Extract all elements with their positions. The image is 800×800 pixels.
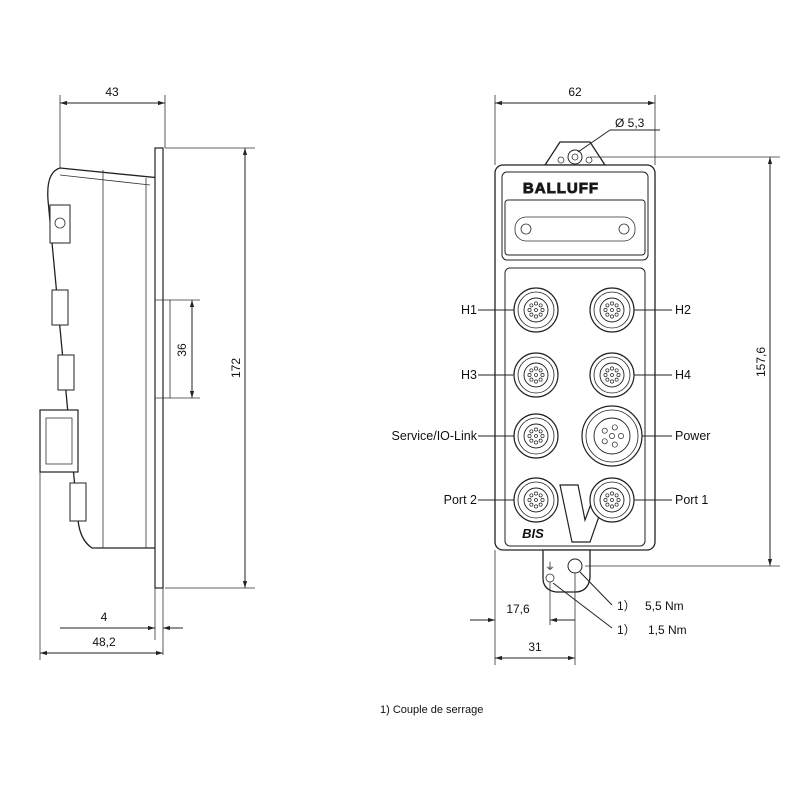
footnote: 1) Couple de serrage xyxy=(380,704,483,716)
port-label-h4: H4 xyxy=(675,368,691,382)
dim-hole: Ø 5,3 xyxy=(615,116,645,130)
port-connector-h3 xyxy=(478,352,559,398)
port-label-service-io-link: Service/IO-Link xyxy=(392,429,478,443)
port-label-h2: H2 xyxy=(675,303,691,317)
side-view: 43 172 36 4 48,2 xyxy=(39,85,255,660)
port-connector-h2 xyxy=(589,287,672,333)
label-window xyxy=(504,199,646,256)
port-label-port-1: Port 1 xyxy=(675,493,708,507)
side-connector-mid2 xyxy=(57,354,75,391)
torque-value-2: 1,5 Nm xyxy=(648,623,687,637)
port-connector-h4 xyxy=(589,352,672,398)
side-mounting-plate xyxy=(154,147,164,589)
torque-ref-1: 1） xyxy=(617,599,636,613)
port-connector-service-io-link xyxy=(478,413,559,459)
port-connector-port-2 xyxy=(478,477,559,523)
dim-31: 31 xyxy=(528,640,542,654)
dim-48-2: 48,2 xyxy=(92,635,116,649)
dim-172: 172 xyxy=(229,358,243,378)
port-label-h3: H3 xyxy=(461,368,477,382)
dim-17-6: 17,6 xyxy=(506,602,530,616)
port-connector-h1 xyxy=(478,287,559,333)
port-label-power: Power xyxy=(675,429,710,443)
dim-62: 62 xyxy=(568,85,582,99)
top-mounting-lug xyxy=(543,141,607,166)
bis-logo: BIS xyxy=(522,526,544,541)
dim-43: 43 xyxy=(105,85,119,99)
side-connector-top xyxy=(49,204,71,244)
brand-label: BALLUFF xyxy=(523,180,599,197)
side-connector-mid1 xyxy=(51,289,69,326)
port-label-port-2: Port 2 xyxy=(444,493,477,507)
dim-4: 4 xyxy=(101,610,108,624)
port-label-h1: H1 xyxy=(461,303,477,317)
torque-value-1: 5,5 Nm xyxy=(645,599,684,613)
dim-157-6: 157,6 xyxy=(754,347,768,377)
connector-panel xyxy=(504,267,646,547)
port-connector-port-1 xyxy=(589,477,672,523)
dim-36: 36 xyxy=(175,343,189,357)
torque-ref-2: 1） xyxy=(617,623,636,637)
ground-icon: ⏚ xyxy=(545,561,555,573)
side-connector-bottom xyxy=(69,482,87,522)
port-connector-power xyxy=(581,405,672,467)
